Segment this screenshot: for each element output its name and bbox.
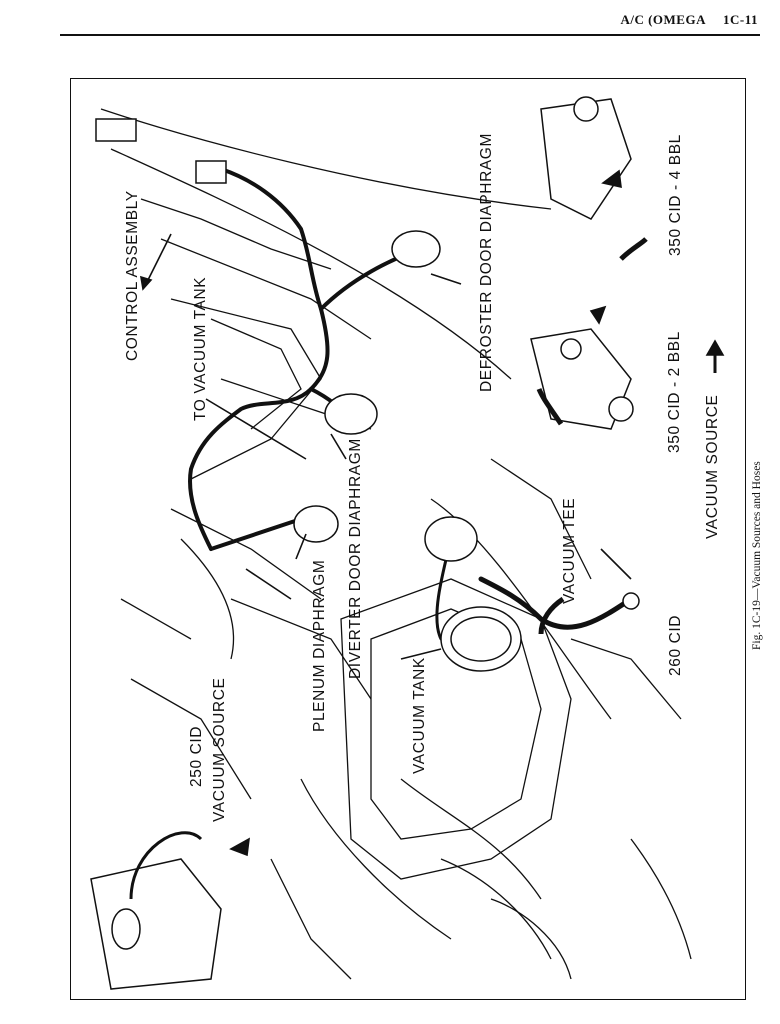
label-vacuum-tee: VACUUM TEE bbox=[561, 497, 578, 604]
label-260-cid: 260 CID bbox=[667, 614, 684, 676]
label-diverter-door-diaphragm: DIVERTER DOOR DIAPHRAGM bbox=[347, 438, 364, 679]
figure-caption: Fig. 1C-19—Vacuum Sources and Hoses bbox=[751, 461, 763, 650]
page-header: A/C (OMEGA 1C-11 bbox=[606, 12, 758, 28]
header-rule bbox=[60, 34, 760, 36]
label-250-cid: 250 CID bbox=[188, 725, 205, 787]
page-number: 1C-11 bbox=[723, 12, 758, 27]
section-title: A/C (OMEGA bbox=[620, 12, 706, 27]
figure-frame: CONTROL ASSEMBLY TO VACUUM TANK DEFROSTE… bbox=[70, 78, 746, 1000]
label-vacuum-source-legend: VACUUM SOURCE bbox=[704, 394, 721, 539]
label-defroster-door-diaphragm: DEFROSTER DOOR DIAPHRAGM bbox=[478, 133, 495, 392]
label-250-vacuum-source: VACUUM SOURCE bbox=[211, 677, 228, 822]
label-350-cid-4bbl: 350 CID - 4 BBL bbox=[667, 134, 684, 256]
label-control-assembly: CONTROL ASSEMBLY bbox=[124, 190, 141, 361]
vacuum-hose-illustration bbox=[90, 96, 725, 990]
label-350-cid-2bbl: 350 CID - 2 BBL bbox=[666, 331, 683, 453]
label-plenum-diaphragm: PLENUM DIAPHRAGM bbox=[311, 559, 328, 732]
label-to-vacuum-tank: TO VACUUM TANK bbox=[192, 276, 209, 421]
label-vacuum-tank: VACUUM TANK bbox=[411, 657, 428, 774]
